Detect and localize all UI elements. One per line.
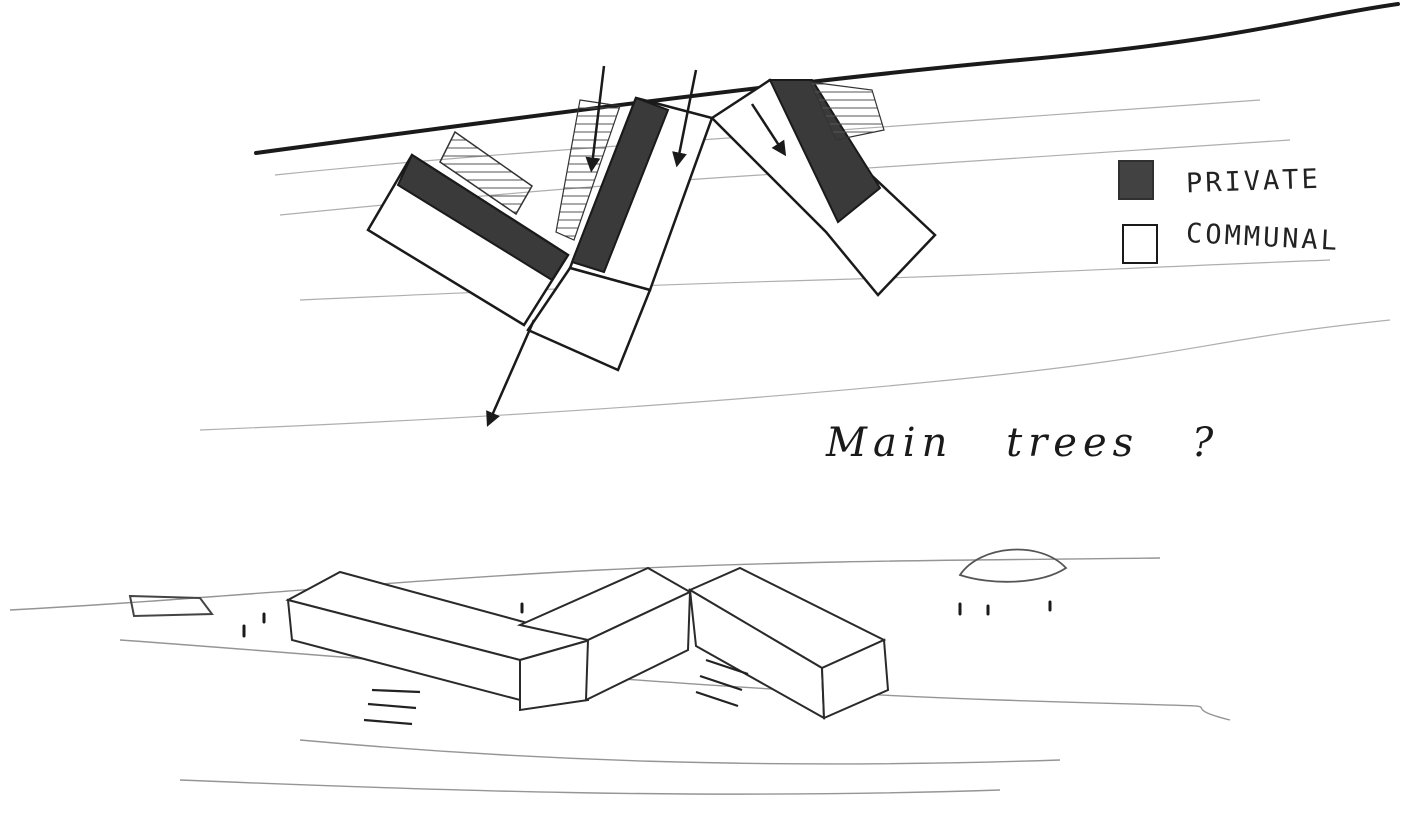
private-swatch	[1118, 160, 1154, 200]
perspective-left-block	[288, 572, 590, 710]
communal-swatch	[1122, 224, 1158, 264]
plan-view	[200, 4, 1398, 430]
handwritten-note: Main trees ?	[826, 420, 1219, 466]
legend-private-label: PRIVATE	[1186, 164, 1322, 200]
right-wing-block	[712, 80, 935, 295]
hill-scribble	[960, 550, 1066, 582]
perspective-right-block	[690, 568, 888, 718]
central-wing-block	[556, 98, 712, 290]
perspective-view	[10, 550, 1230, 795]
